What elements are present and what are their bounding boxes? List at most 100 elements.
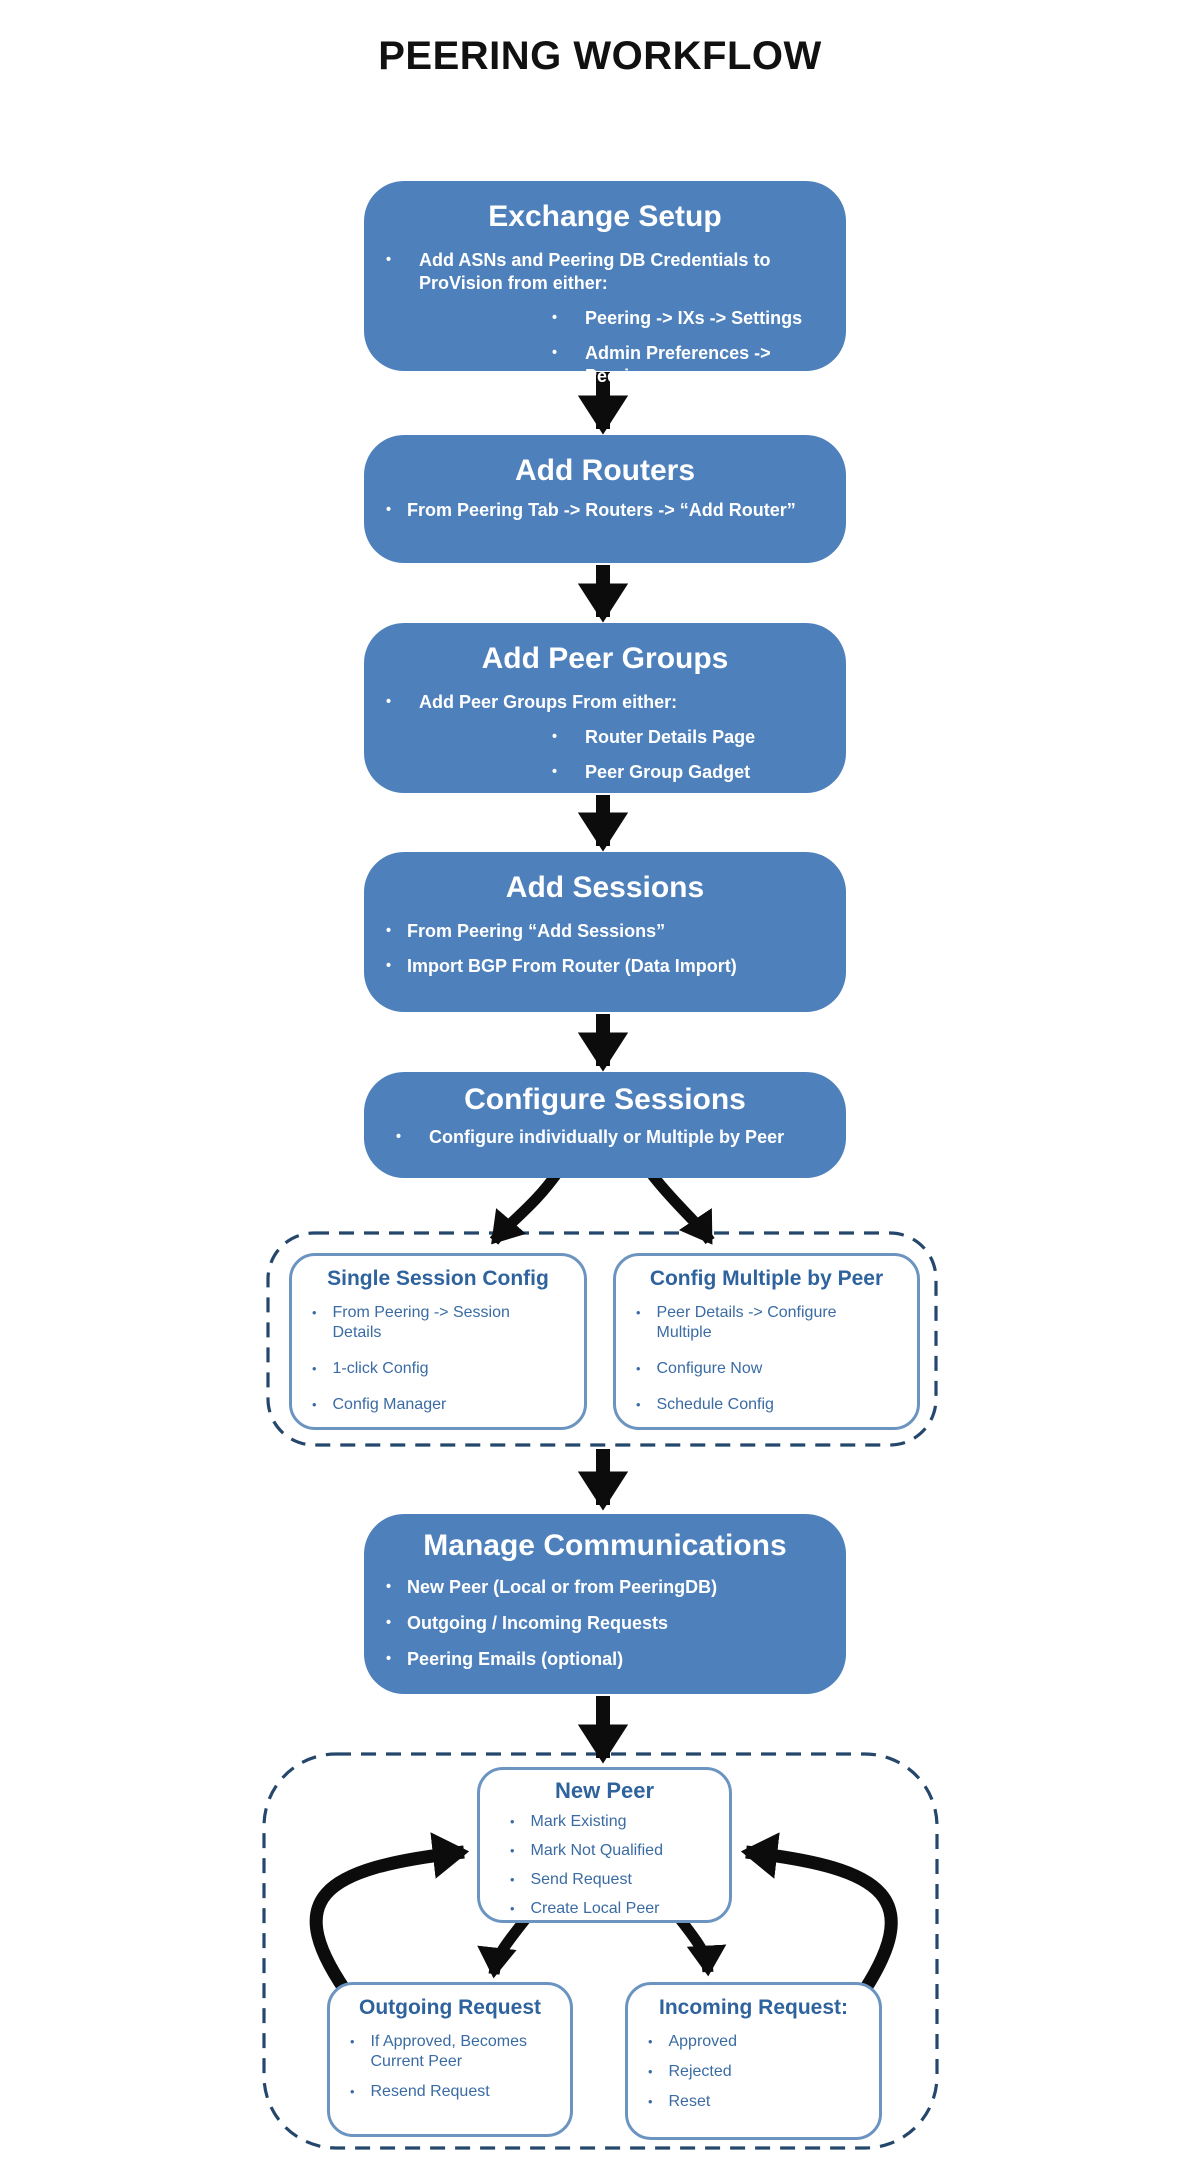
bullet-list: • Approved • Rejected • Reset [628, 2020, 879, 2112]
box-title: Add Sessions [505, 871, 705, 904]
config-group-outline [266, 1231, 938, 1447]
bullet-text: Mark Existing [530, 1813, 627, 1831]
sub-bullet-item: • Peer Group Gadget [552, 761, 834, 784]
bullet-dot-icon: • [648, 2034, 653, 2050]
box-title: Single Session Config [327, 1267, 549, 1290]
bullet-dot-icon: • [636, 1361, 641, 1377]
bullet-item: • Schedule Config [636, 1395, 905, 1415]
bullet-dot-icon: • [386, 252, 392, 268]
bullet-dot-icon: • [510, 1814, 515, 1830]
curved-arrow-incoming-to-newpeer [740, 1832, 898, 2004]
box-add-routers: Add Routers • From Peering Tab -> Router… [364, 435, 846, 563]
bullet-dot-icon: • [636, 1305, 641, 1321]
sub-bullet-item: • Peering -> IXs -> Settings [552, 307, 834, 330]
bullet-item: • From Peering Tab -> Routers -> “Add Ro… [386, 499, 834, 522]
bullet-item: • Import BGP From Router (Data Import) [386, 955, 834, 978]
bullet-dot-icon: • [636, 1397, 641, 1413]
bullet-item: • Mark Not Qualified [510, 1841, 717, 1861]
bullet-list: • New Peer (Local or from PeeringDB) • O… [364, 1564, 846, 1671]
bullet-item: • Reset [648, 2092, 867, 2112]
bullet-text: Config Manager [332, 1396, 447, 1414]
bullet-text: Mark Not Qualified [530, 1842, 663, 1860]
bullet-item: • Configure individually or Multiple by … [396, 1126, 834, 1149]
bullet-dot-icon: • [396, 1129, 402, 1145]
bullet-text: From Peering -> Session Details [332, 1304, 510, 1342]
box-title: Outgoing Request [359, 1996, 541, 2019]
box-manage-communications: Manage Communications • New Peer (Local … [364, 1514, 846, 1694]
curved-arrow-configure-to-multiple [645, 1168, 715, 1245]
box-exchange-setup: Exchange Setup • Add ASNs and Peering DB… [364, 181, 846, 386]
box-single-session-config: Single Session Config • From Peering -> … [289, 1253, 587, 1430]
box-title: Config Multiple by Peer [649, 1267, 884, 1290]
box-title: Add Peer Groups [481, 642, 729, 675]
bullet-dot-icon: • [386, 502, 392, 518]
bullet-item: • Mark Existing [510, 1812, 717, 1832]
bullet-text: From Peering Tab -> Routers -> “Add Rout… [407, 500, 796, 520]
bullet-item: • Add ASNs and Peering DB Credentials to… [386, 249, 834, 295]
bullet-item: • Peering Emails (optional) [386, 1648, 834, 1671]
bullet-dot-icon: • [386, 958, 392, 975]
bullet-item: • New Peer (Local or from PeeringDB) [386, 1576, 834, 1599]
bullet-text: New Peer (Local or from PeeringDB) [407, 1577, 718, 1597]
bullet-dot-icon: • [510, 1901, 515, 1917]
bullet-dot-icon: • [552, 310, 558, 327]
bullet-text: Approved [668, 2033, 737, 2051]
bullet-text: From Peering “Add Sessions” [407, 921, 666, 941]
bullet-dot-icon: • [510, 1872, 515, 1888]
bullet-dot-icon: • [386, 923, 392, 939]
bullet-item: • Create Local Peer [510, 1899, 717, 1919]
bullet-text: Configure individually or Multiple by Pe… [429, 1127, 785, 1147]
bullet-list: • Peer Details -> Configure Multiple • C… [616, 1291, 917, 1415]
bullet-dot-icon: • [386, 1651, 392, 1668]
box-title: Add Routers [515, 454, 695, 487]
bullet-item: • From Peering -> Session Details [312, 1303, 572, 1343]
bullet-list: • From Peering “Add Sessions” • Import B… [364, 906, 846, 978]
bullet-item: • Approved [648, 2032, 867, 2052]
bullet-item: • From Peering “Add Sessions” [386, 920, 834, 943]
bullet-text: Schedule Config [656, 1396, 774, 1414]
bullet-text: Peer Details -> Configure Multiple [656, 1304, 837, 1342]
curved-arrow-outgoing-to-newpeer [309, 1832, 470, 2004]
bullet-list: • Mark Existing • Mark Not Qualified • S… [480, 1804, 729, 1919]
bullet-item: • Peer Details -> Configure Multiple [636, 1303, 905, 1343]
sub-bullet-text: Admin Preferences -> Peering [585, 343, 771, 387]
bullet-dot-icon: • [312, 1305, 317, 1321]
bullet-list: • From Peering -> Session Details • 1-cl… [292, 1291, 584, 1415]
bullet-item: • Resend Request [350, 2082, 558, 2102]
box-add-sessions: Add Sessions • From Peering “Add Session… [364, 852, 846, 1012]
bullet-item: • 1-click Config [312, 1359, 572, 1379]
bullet-text: Send Request [530, 1871, 632, 1889]
bullet-item: • If Approved, Becomes Current Peer [350, 2032, 558, 2072]
box-outgoing-request: Outgoing Request • If Approved, Becomes … [327, 1982, 573, 2137]
bullet-text: Add Peer Groups From either: [419, 692, 678, 712]
sub-bullet-item: • Router Details Page [552, 726, 834, 749]
bullet-dot-icon: • [552, 729, 558, 746]
box-configure-sessions: Configure Sessions • Configure individua… [364, 1072, 846, 1178]
bullet-list: • From Peering Tab -> Routers -> “Add Ro… [364, 489, 846, 522]
bullet-dot-icon: • [552, 345, 558, 362]
bullet-list: • Add ASNs and Peering DB Credentials to… [364, 235, 846, 388]
bullet-item: • Config Manager [312, 1395, 572, 1415]
curved-arrow-newpeer-to-outgoing [477, 1912, 533, 1979]
bullet-dot-icon: • [312, 1361, 317, 1377]
bullet-dot-icon: • [648, 2064, 653, 2080]
sub-bullet-text: Peering -> IXs -> Settings [585, 308, 803, 329]
bullet-item: • Configure Now [636, 1359, 905, 1379]
bullet-list: • If Approved, Becomes Current Peer • Re… [330, 2020, 570, 2102]
bullet-text: 1-click Config [332, 1360, 429, 1378]
bullet-text: Create Local Peer [530, 1900, 660, 1918]
bullet-item: • Add Peer Groups From either: [386, 691, 834, 714]
box-title: Incoming Request: [658, 1996, 848, 2019]
bullet-text: If Approved, Becomes Current Peer [370, 2033, 528, 2071]
box-title: Configure Sessions [464, 1083, 746, 1116]
bullet-dot-icon: • [350, 2034, 355, 2050]
bullet-item: • Send Request [510, 1870, 717, 1890]
bullet-dot-icon: • [386, 1579, 392, 1595]
box-config-multiple-by-peer: Config Multiple by Peer • Peer Details -… [613, 1253, 920, 1430]
box-title: New Peer [554, 1778, 655, 1803]
bullet-text: Add ASNs and Peering DB Credentials to P… [419, 250, 771, 294]
box-title: Manage Communications [423, 1529, 787, 1562]
bullet-text: Rejected [668, 2063, 732, 2081]
